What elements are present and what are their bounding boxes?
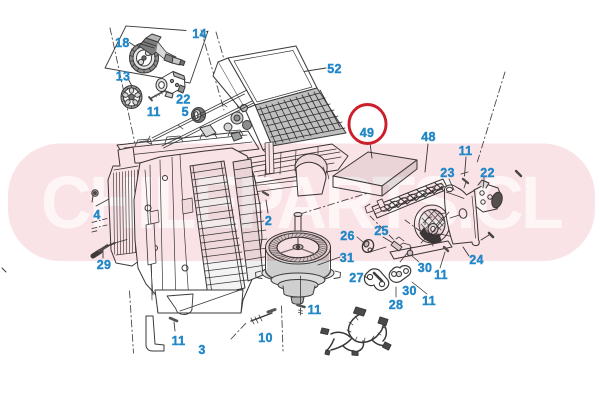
- svg-text:11: 11: [434, 268, 448, 282]
- svg-text:11: 11: [308, 303, 322, 317]
- svg-text:10: 10: [258, 331, 273, 345]
- svg-text:30: 30: [418, 261, 433, 275]
- svg-text:23: 23: [440, 166, 455, 180]
- svg-text:24: 24: [469, 253, 484, 267]
- svg-text:26: 26: [340, 229, 355, 243]
- svg-text:4: 4: [93, 208, 100, 222]
- svg-text:11: 11: [459, 144, 473, 158]
- svg-text:30: 30: [402, 284, 417, 298]
- svg-text:11: 11: [422, 294, 436, 308]
- svg-text:49: 49: [360, 126, 375, 140]
- svg-text:CHILEPARTS.CL: CHILEPARTS.CL: [41, 162, 562, 244]
- svg-text:22: 22: [480, 166, 495, 180]
- svg-text:11: 11: [147, 105, 161, 119]
- svg-text:52: 52: [327, 62, 342, 76]
- svg-text:27: 27: [349, 271, 364, 285]
- svg-text:25: 25: [374, 224, 389, 238]
- svg-text:31: 31: [340, 251, 355, 265]
- svg-text:29: 29: [97, 258, 112, 272]
- svg-text:18: 18: [115, 36, 130, 50]
- svg-text:28: 28: [389, 298, 404, 312]
- svg-text:3: 3: [198, 343, 205, 357]
- svg-text:11: 11: [172, 334, 186, 348]
- svg-text:48: 48: [421, 130, 436, 144]
- svg-text:2: 2: [265, 214, 272, 228]
- svg-text:5: 5: [182, 105, 189, 119]
- svg-text:13: 13: [116, 70, 131, 84]
- svg-text:22: 22: [176, 93, 191, 107]
- svg-text:14: 14: [192, 27, 207, 41]
